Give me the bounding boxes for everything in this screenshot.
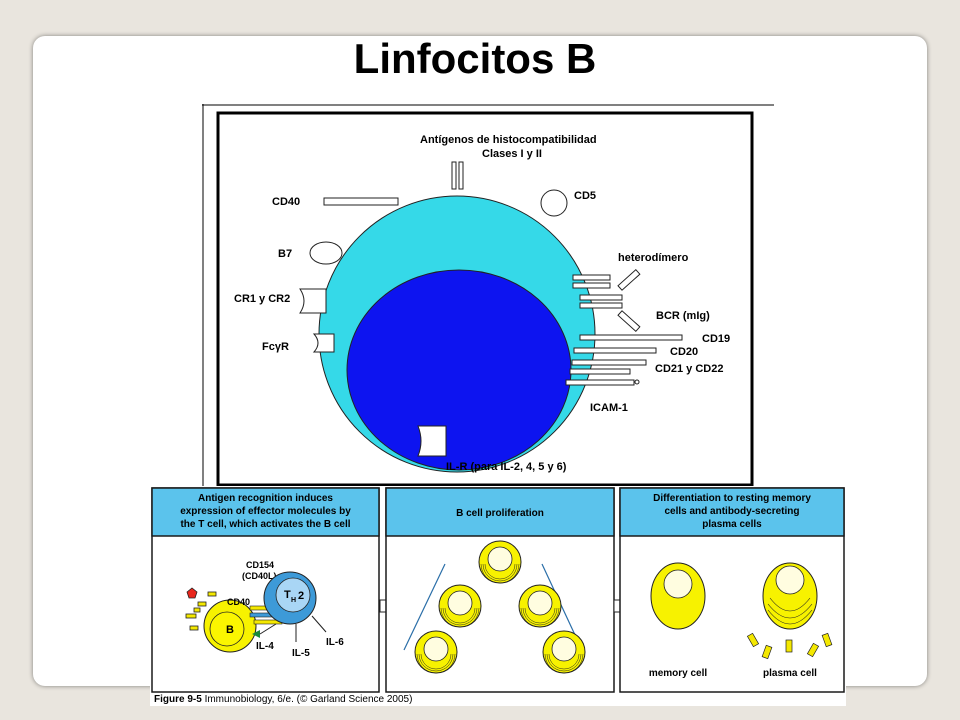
panel-1-header-line-1: Antigen recognition induces bbox=[198, 493, 333, 504]
cd154-label-1: CD154 bbox=[246, 560, 274, 570]
il6-label: IL-6 bbox=[326, 637, 344, 648]
th2-label-subscript: H bbox=[291, 597, 296, 604]
proliferating-b-cell-icon bbox=[438, 584, 482, 628]
label-mhc-2: Clases I y II bbox=[482, 148, 542, 160]
label-cd40: CD40 bbox=[272, 196, 300, 208]
label-cd5: CD5 bbox=[574, 190, 596, 202]
secreted-antibodies-icon bbox=[746, 632, 833, 660]
panel-b-cell-proliferation: B cell proliferation bbox=[385, 487, 615, 693]
b7-receptor-icon bbox=[309, 241, 343, 265]
th2-label: T bbox=[284, 589, 291, 601]
label-heterodimer: heterodímero bbox=[618, 252, 689, 264]
b-cell-receptors-icon bbox=[185, 591, 217, 631]
label-bcr: BCR (mIg) bbox=[656, 310, 710, 322]
icam1-receptor-icon bbox=[565, 379, 640, 386]
cytokine-arrows-icon bbox=[259, 615, 327, 642]
panel-3-header-line-3: plasma cells bbox=[702, 519, 762, 530]
antigen-icon bbox=[186, 587, 198, 599]
panel-1-header-line-2: expression of effector molecules by bbox=[180, 506, 351, 517]
cd20-receptor-icon bbox=[573, 347, 657, 354]
memory-cell-label: memory cell bbox=[649, 668, 708, 679]
b-cell-label: B bbox=[226, 624, 234, 636]
label-b7: B7 bbox=[278, 248, 292, 260]
cd40-receptor-icon bbox=[323, 197, 399, 206]
figure-caption: Figure 9-5 Immunobiology, 6/e. (© Garlan… bbox=[154, 694, 412, 705]
cr1-cr2-receptor-icon bbox=[299, 288, 327, 314]
fcr-receptor-icon bbox=[312, 333, 335, 353]
mhc-receptor-icon bbox=[451, 161, 464, 190]
label-cr1-cr2: CR1 y CR2 bbox=[234, 293, 290, 305]
cytokine-signal-icon bbox=[252, 630, 260, 638]
th2-label-number: 2 bbox=[298, 590, 304, 602]
panel-2-header bbox=[385, 487, 615, 537]
heterodimer-receptor-icon bbox=[572, 274, 611, 289]
panel-1-header bbox=[151, 487, 380, 537]
label-icam1: ICAM-1 bbox=[590, 402, 628, 414]
proliferating-b-cell-icon bbox=[414, 630, 458, 674]
bcr-receptor-icon bbox=[579, 269, 641, 332]
panel-3-header-line-2: cells and antibody-secreting bbox=[664, 506, 799, 517]
proliferating-b-cell-icon bbox=[542, 630, 586, 674]
label-cd19: CD19 bbox=[702, 333, 730, 345]
caption-figure-number: Figure 9-5 bbox=[154, 694, 202, 705]
label-cd21-cd22: CD21 y CD22 bbox=[655, 363, 723, 375]
label-fcr: FcγR bbox=[262, 341, 289, 353]
cell-nucleus bbox=[346, 269, 572, 471]
cd5-receptor-icon bbox=[540, 189, 568, 217]
panel-differentiation: Differentiation to resting memory cells … bbox=[619, 487, 845, 693]
il5-label: IL-5 bbox=[292, 648, 310, 659]
caption-source: Immunobiology, 6/e. (© Garland Science 2… bbox=[202, 694, 413, 705]
panel-antigen-recognition: Antigen recognition induces expression o… bbox=[151, 487, 380, 693]
cd40-label: CD40 bbox=[227, 597, 250, 607]
panel-1-header-line-3: the T cell, which activates the B cell bbox=[180, 519, 350, 530]
proliferating-b-cell-icon bbox=[478, 540, 522, 584]
label-cd20: CD20 bbox=[670, 346, 698, 358]
cd154-label-2: (CD40L) bbox=[242, 571, 277, 581]
panel-3-header bbox=[619, 487, 845, 537]
panel-2-header-text: B cell proliferation bbox=[456, 508, 544, 519]
il4-label: IL-4 bbox=[256, 641, 274, 652]
plasma-cell-icon bbox=[762, 562, 818, 630]
il-receptor-icon bbox=[417, 425, 447, 457]
cd21-cd22-receptor-icon bbox=[569, 359, 647, 375]
b-cell-activation-figure: Antigen recognition induces expression o… bbox=[150, 486, 846, 706]
cd19-receptor-icon bbox=[579, 334, 683, 341]
b-cell-surface-diagram: Antígenos de histocompatibilidad Clases … bbox=[202, 104, 774, 490]
plasma-cell-label: plasma cell bbox=[763, 668, 817, 679]
label-mhc-1: Antígenos de histocompatibilidad bbox=[420, 134, 597, 146]
proliferating-cells bbox=[414, 540, 586, 674]
slide-title: Linfocitos B bbox=[353, 35, 597, 82]
proliferating-b-cell-icon bbox=[518, 584, 562, 628]
label-il-r: IL-R (para IL-2, 4, 5 y 6) bbox=[446, 461, 567, 473]
panel-3-header-line-1: Differentiation to resting memory bbox=[653, 493, 811, 504]
